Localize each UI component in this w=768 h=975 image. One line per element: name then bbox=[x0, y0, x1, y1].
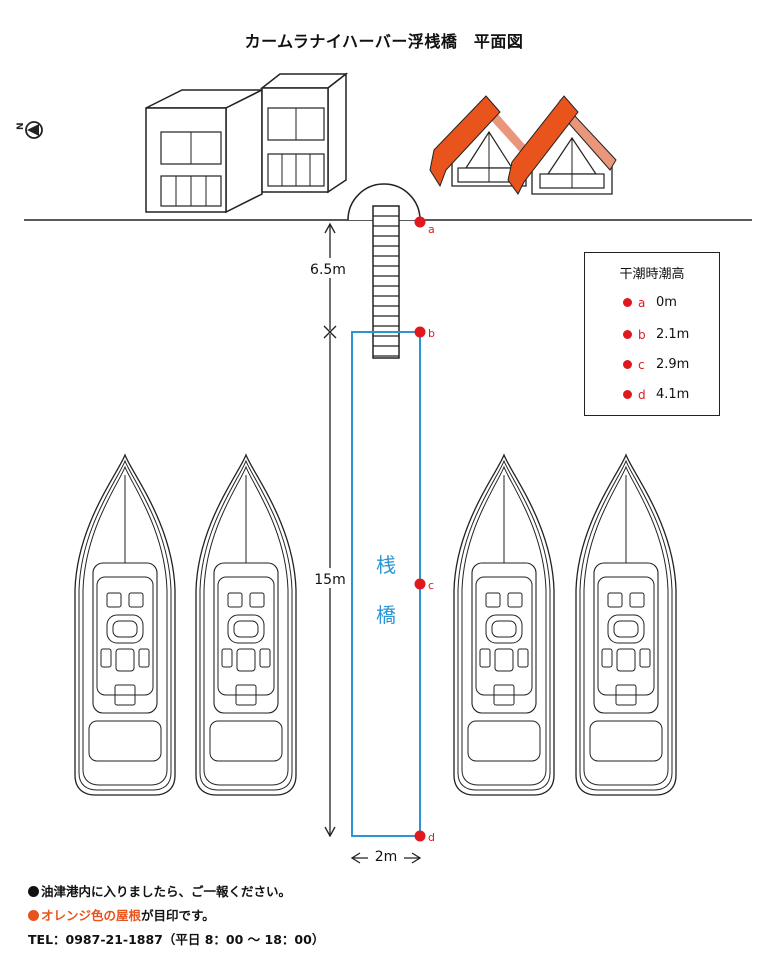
red-dot-icon bbox=[623, 298, 632, 307]
point-d-label: d bbox=[428, 831, 435, 844]
red-dot-icon bbox=[623, 360, 632, 369]
red-dot-icon bbox=[623, 390, 632, 399]
legend-title: 干潮時潮高 bbox=[619, 267, 685, 282]
red-dot-icon bbox=[623, 330, 632, 339]
point-c-marker bbox=[414, 578, 426, 590]
point-b-label: b bbox=[428, 327, 435, 340]
horizontal-dimension: 2m bbox=[350, 846, 422, 865]
legend-row-d: d 4.1m bbox=[623, 387, 689, 402]
pier-label-1: 桟 bbox=[376, 553, 396, 577]
black-bullet-icon bbox=[28, 886, 39, 897]
north-compass-icon: N bbox=[16, 121, 43, 139]
footer-notes: 油津港内に入りましたら、ご一報ください。 オレンジ色の屋根が目印です。 TEL：… bbox=[28, 880, 324, 952]
dimension-15m: 15m bbox=[314, 572, 345, 588]
compass-letter: N bbox=[16, 122, 26, 130]
orange-bullet-icon bbox=[28, 910, 39, 921]
legend-key: c bbox=[638, 357, 645, 372]
orange-roof-houses bbox=[429, 95, 617, 195]
legend-value: 4.1m bbox=[656, 387, 690, 402]
dock-arch bbox=[347, 183, 421, 221]
legend-row-a: a 0m bbox=[623, 295, 677, 310]
measurement-points: a b c d bbox=[414, 216, 435, 844]
gangway-ladder bbox=[372, 205, 400, 359]
dimension-2m: 2m bbox=[375, 849, 398, 865]
note-line-3: TEL：0987-21-1887（平日 8：00 〜 18：00） bbox=[28, 932, 325, 947]
point-b-marker bbox=[414, 326, 426, 338]
legend-row-c: c 2.9m bbox=[623, 357, 689, 372]
boat-3 bbox=[453, 454, 555, 796]
legend-value: 2.9m bbox=[656, 357, 690, 372]
boat-2 bbox=[195, 454, 297, 796]
point-a-marker bbox=[414, 216, 426, 228]
tide-legend: 干潮時潮高 a 0m b 2.1m c 2.9m d 4.1m bbox=[584, 252, 720, 416]
building-right bbox=[259, 72, 349, 194]
boat-4 bbox=[575, 454, 677, 796]
legend-value: 0m bbox=[656, 295, 677, 310]
page-title: カームラナイハーバー浮桟橋 平面図 bbox=[244, 32, 524, 51]
dimension-6-5m: 6.5m bbox=[310, 262, 346, 278]
building-left bbox=[145, 88, 263, 214]
legend-key: b bbox=[638, 327, 646, 342]
pier-label-2: 橋 bbox=[376, 603, 396, 627]
legend-key: d bbox=[638, 387, 646, 402]
floating-pier-outline bbox=[351, 331, 421, 837]
point-c-label: c bbox=[428, 579, 434, 592]
boat-1 bbox=[74, 454, 176, 796]
note-line-1: 油津港内に入りましたら、ご一報ください。 bbox=[28, 880, 324, 904]
point-a-label: a bbox=[428, 223, 435, 236]
legend-row-b: b 2.1m bbox=[623, 327, 689, 342]
point-d-marker bbox=[414, 830, 426, 842]
note-line-2: オレンジ色の屋根が目印です。 bbox=[28, 904, 324, 928]
legend-value: 2.1m bbox=[656, 327, 690, 342]
legend-key: a bbox=[638, 295, 646, 310]
vertical-dimension: 6.5m 15m bbox=[306, 222, 350, 838]
